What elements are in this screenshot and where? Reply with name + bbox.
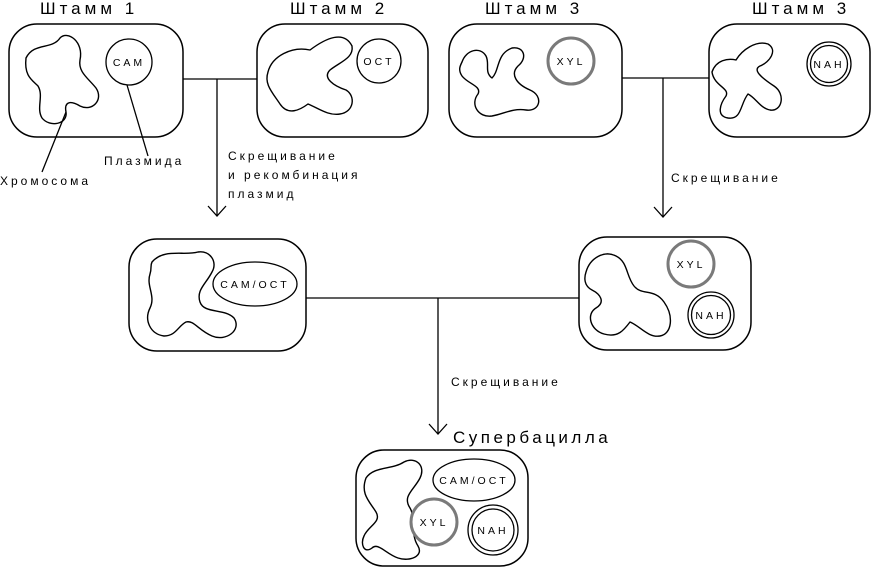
arrow-head-bottom xyxy=(428,423,448,435)
result-plasmid-camoct-label: CAM/OCT xyxy=(439,475,508,487)
intermediate-left-plasmid-label: CAM/OCT xyxy=(220,279,289,291)
strain-3-title: Штамм 3 xyxy=(485,0,583,18)
intermediate-right-plasmid-nah-inner-ring xyxy=(690,294,732,336)
strain-3-cell: XYL xyxy=(448,23,623,138)
chromosome-label: Хромосома xyxy=(0,174,91,188)
result-plasmid-xyl-label: XYL xyxy=(420,517,449,529)
strain-3-plasmid xyxy=(546,36,596,86)
strain-1-plasmid xyxy=(105,38,153,86)
strain-4-cell: NAH xyxy=(708,23,871,138)
intermediate-left-cell: CAM/OCT xyxy=(128,238,307,352)
strain-1-title: Штамм 1 xyxy=(40,0,138,18)
plasmid-pointer xyxy=(126,84,149,157)
plasmid-label: Плазмида xyxy=(104,154,184,168)
strain-1-chromosome xyxy=(24,34,100,125)
strain-2-plasmid xyxy=(356,38,402,84)
intermediate-right-chromosome xyxy=(584,253,671,337)
result-chromosome xyxy=(361,459,423,560)
strain-4-chromosome xyxy=(711,42,782,119)
step-crossing-bottom: Скрещивание xyxy=(451,375,561,389)
intermediate-left-chromosome xyxy=(146,251,237,339)
chromosome-pointer xyxy=(41,111,67,173)
result-plasmid-camoct xyxy=(432,458,516,502)
arrow-head-right xyxy=(653,206,673,218)
step-crossing-recomb-line1: Скрещивание xyxy=(228,149,338,163)
strain-4-plasmid-label: NAH xyxy=(813,59,844,71)
result-title: Супербацилла xyxy=(453,428,611,447)
step-crossing-recomb-line2: и рекомбинация xyxy=(228,168,361,182)
intermediate-left-plasmid xyxy=(212,261,298,307)
strain-2-cell: OCT xyxy=(256,23,429,138)
intermediate-right-plasmid-xyl-label: XYL xyxy=(677,259,706,271)
strain-1-cell: CAM xyxy=(8,23,184,138)
result-plasmid-xyl xyxy=(409,497,459,547)
step-crossing-right: Скрещивание xyxy=(671,171,781,185)
strain-3-plasmid-label: XYL xyxy=(557,56,586,68)
strain-4-plasmid-inner-ring xyxy=(809,44,849,84)
result-plasmid-nah-inner-ring xyxy=(471,508,515,552)
result-cell: CAM/OCT XYL NAH xyxy=(355,449,529,567)
arrow-head-left xyxy=(207,205,227,217)
intermediate-right-plasmid-nah-label: NAH xyxy=(695,310,726,322)
strain-2-plasmid-label: OCT xyxy=(363,56,394,68)
step-crossing-recomb-line3: плазмид xyxy=(228,187,297,201)
strain-1-plasmid-label: CAM xyxy=(113,57,145,69)
strain-2-title: Штамм 2 xyxy=(290,0,388,18)
strain-3-chromosome xyxy=(459,47,540,117)
intermediate-right-cell: XYL NAH xyxy=(578,236,752,351)
result-plasmid-nah-label: NAH xyxy=(477,525,508,537)
intermediate-right-plasmid-xyl xyxy=(666,239,716,289)
strain-2-chromosome xyxy=(266,36,353,116)
strain-4-title: Штамм 3 xyxy=(752,0,850,18)
